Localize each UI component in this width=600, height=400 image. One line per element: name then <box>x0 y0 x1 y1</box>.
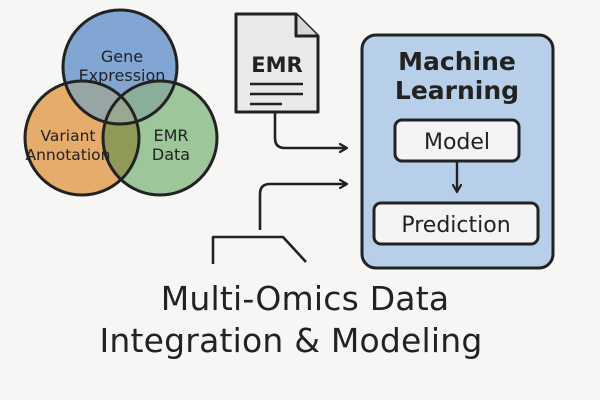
model-label: Model <box>424 130 490 155</box>
emr-data-label-line2: Data <box>152 145 190 164</box>
ml-title-line2: Learning <box>395 76 519 105</box>
variant-annotation-label-line2: Annotation <box>25 146 110 164</box>
title-line1: Multi-Omics Data <box>160 279 450 318</box>
emr-to-ml-arrow <box>273 112 347 148</box>
ml-title-line1: Machine <box>398 47 516 76</box>
emr-document-icon: EMR <box>234 12 320 114</box>
prediction-box <box>372 201 540 246</box>
data-to-ml-arrow <box>258 184 347 230</box>
ml-panel: Machine Learning Model Prediction <box>360 33 555 270</box>
title-line2: Integration & Modeling <box>99 321 483 360</box>
emr-document-label: EMR <box>251 53 302 77</box>
variant-annotation-label-line1: Variant <box>41 127 96 145</box>
gene-expression-label-line2: Expression <box>79 66 166 85</box>
gene-expression-label-line1: Gene <box>101 47 143 66</box>
prediction-label: Prediction <box>401 213 510 238</box>
venn-diagram: Gene Expression Variant Annotation EMR D… <box>23 8 219 197</box>
data-input-line <box>211 235 307 264</box>
model-box <box>393 118 521 163</box>
emr-data-label-line1: EMR <box>153 126 188 145</box>
